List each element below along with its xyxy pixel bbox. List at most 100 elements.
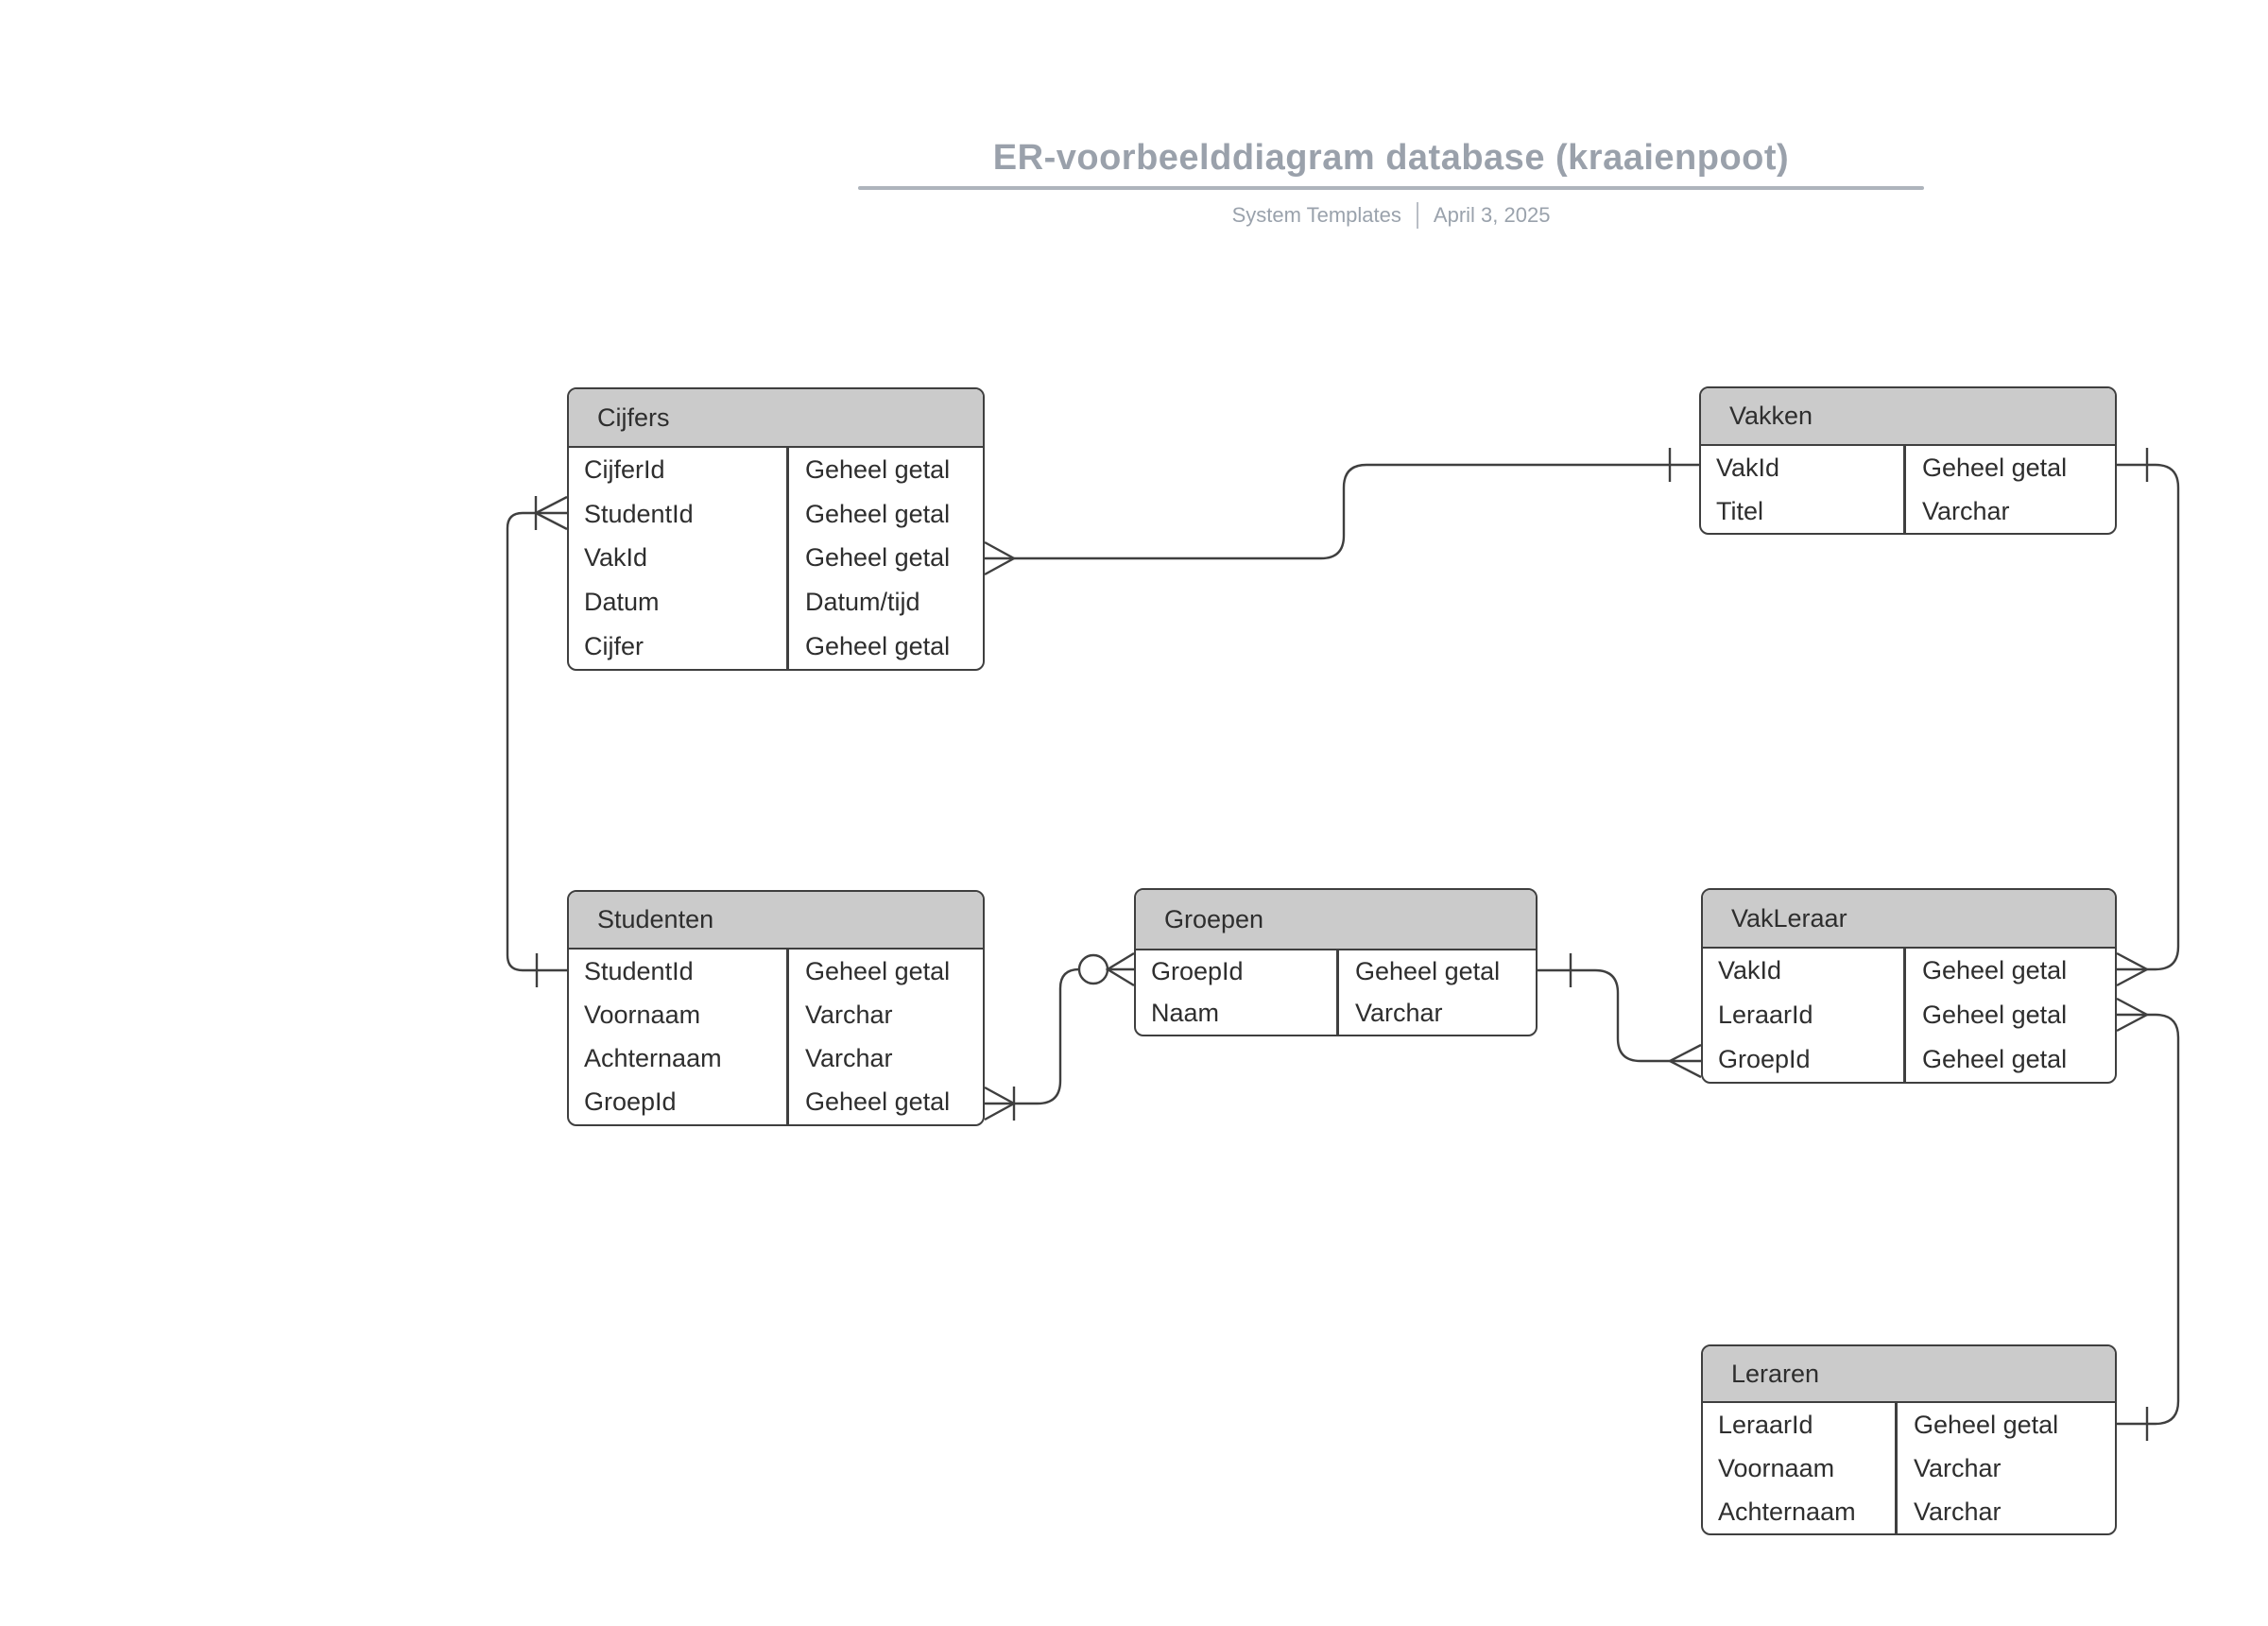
attribute-type: Geheel getal (805, 1087, 951, 1117)
entity-studenten: Studenten StudentId Geheel getal Voornaa… (567, 890, 985, 1126)
column-divider (1895, 1403, 1898, 1533)
attribute-row: StudentId Geheel getal (569, 950, 983, 993)
attribute-type: Varchar (1914, 1453, 2002, 1482)
entity-body: VakId Geheel getal LeraarId Geheel getal… (1703, 949, 2115, 1082)
attribute-row: Voornaam Varchar (1703, 1446, 2115, 1490)
crow-foot-many-icon (984, 540, 1017, 576)
attribute-row: Voornaam Varchar (569, 993, 983, 1036)
column-divider (1336, 950, 1339, 1035)
title-underline (858, 186, 1924, 190)
attribute-name: StudentId (584, 499, 694, 528)
diagram-title: ER-voorbeelddiagram database (kraaienpoo… (992, 138, 1790, 178)
connector-vakleraar-leraren (2116, 997, 2180, 1441)
attribute-name: GroepId (584, 1087, 677, 1117)
subtitle-source: System Templates (1231, 203, 1401, 227)
entity-vakken: Vakken VakId Geheel getal Titel Varchar (1699, 386, 2117, 535)
attribute-type: Geheel getal (805, 956, 951, 985)
diagram-subtitle: System Templates April 3, 2025 (858, 202, 1924, 229)
relationship-line (2117, 463, 2180, 971)
connector-cijfers-vakken (984, 448, 1699, 576)
entity-body: LeraarId Geheel getal Voornaam Varchar A… (1703, 1403, 2115, 1533)
attribute-row: VakId Geheel getal (569, 537, 983, 581)
subtitle-divider (1416, 202, 1418, 229)
attribute-name: Datum (584, 588, 660, 617)
column-divider (786, 950, 789, 1124)
attribute-row: Titel Varchar (1701, 489, 2115, 533)
attribute-row: Naam Varchar (1136, 993, 1536, 1036)
attribute-name: VakId (1718, 956, 1782, 984)
entity-header: Vakken (1701, 388, 2115, 446)
crow-foot-many-icon (1105, 951, 1135, 987)
attribute-type: Geheel getal (805, 632, 951, 661)
connector-cijfers-studenten (506, 495, 568, 987)
attribute-type: Geheel getal (1914, 1410, 2059, 1439)
attribute-type: Geheel getal (805, 543, 951, 573)
attribute-type: Varchar (805, 1000, 893, 1029)
crow-foot-many-icon (2116, 997, 2150, 1033)
attribute-type: Geheel getal (1922, 1001, 2068, 1029)
attribute-type: Varchar (1922, 496, 2010, 525)
entity-header: Cijfers (569, 389, 983, 448)
attribute-row: VakId Geheel getal (1701, 446, 2115, 489)
entity-title: VakLeraar (1731, 903, 1847, 933)
entity-vakleraar: VakLeraar VakId Geheel getal LeraarId Ge… (1701, 888, 2117, 1084)
entity-cijfers: Cijfers CijferId Geheel getal StudentId … (567, 387, 985, 671)
attribute-row: StudentId Geheel getal (569, 492, 983, 537)
attribute-type: Varchar (805, 1044, 893, 1073)
diagram-header: ER-voorbeelddiagram database (kraaienpoo… (858, 136, 1924, 229)
attribute-name: Titel (1716, 496, 1764, 525)
relationship-line (1538, 968, 1701, 1063)
entity-body: StudentId Geheel getal Voornaam Varchar … (569, 950, 983, 1124)
attribute-type: Geheel getal (1922, 453, 2068, 482)
attribute-row: GroepId Geheel getal (1703, 1037, 2115, 1082)
entity-body: GroepId Geheel getal Naam Varchar (1136, 950, 1536, 1035)
column-divider (1903, 446, 1906, 533)
entity-title: Studenten (597, 905, 714, 933)
cardinality-zero-circle (1077, 953, 1109, 985)
attribute-name: Voornaam (1718, 1453, 1835, 1482)
entity-body: CijferId Geheel getal StudentId Geheel g… (569, 448, 983, 669)
attribute-type: Geheel getal (1922, 1045, 2068, 1073)
entity-header: Studenten (569, 892, 983, 950)
entity-title: Vakken (1729, 402, 1813, 430)
entity-title: Cijfers (597, 402, 670, 432)
relationship-line (985, 463, 1699, 560)
crow-foot-many-icon (1667, 1043, 1702, 1079)
connector-groepen-vakleraar (1538, 953, 1702, 1079)
attribute-type: Geheel getal (1355, 956, 1501, 985)
entity-header: VakLeraar (1703, 890, 2115, 949)
entity-body: VakId Geheel getal Titel Varchar (1701, 446, 2115, 533)
attribute-name: Achternaam (584, 1044, 722, 1073)
attribute-name: GroepId (1718, 1045, 1811, 1073)
attribute-name: VakId (584, 543, 648, 573)
attribute-name: CijferId (584, 454, 665, 484)
relationship-line (506, 511, 567, 972)
attribute-row: CijferId Geheel getal (569, 448, 983, 492)
attribute-row: GroepId Geheel getal (569, 1081, 983, 1124)
attribute-type: Geheel getal (1922, 956, 2068, 984)
entity-groepen: Groepen GroepId Geheel getal Naam Varcha… (1134, 888, 1538, 1036)
attribute-row: VakId Geheel getal (1703, 949, 2115, 993)
attribute-name: Achternaam (1718, 1497, 1856, 1526)
attribute-name: GroepId (1151, 956, 1244, 985)
attribute-name: StudentId (584, 956, 694, 985)
attribute-type: Varchar (1914, 1497, 2002, 1526)
attribute-name: VakId (1716, 453, 1780, 482)
attribute-row: Cijfer Geheel getal (569, 625, 983, 669)
entity-header: Groepen (1136, 890, 1536, 950)
attribute-row: Achternaam Varchar (1703, 1490, 2115, 1533)
attribute-row: Achternaam Varchar (569, 1037, 983, 1081)
attribute-row: Datum Datum/tijd (569, 580, 983, 625)
crow-foot-many-icon (2116, 951, 2150, 987)
attribute-type: Geheel getal (805, 499, 951, 528)
entity-leraren: Leraren LeraarId Geheel getal Voornaam V… (1701, 1344, 2117, 1535)
relationship-line (985, 967, 1080, 1105)
attribute-row: LeraarId Geheel getal (1703, 1403, 2115, 1446)
attribute-name: LeraarId (1718, 1001, 1813, 1029)
attribute-type: Datum/tijd (805, 588, 920, 617)
entity-header: Leraren (1703, 1346, 2115, 1403)
attribute-name: Cijfer (584, 632, 644, 661)
entity-title: Leraren (1731, 1359, 1820, 1388)
